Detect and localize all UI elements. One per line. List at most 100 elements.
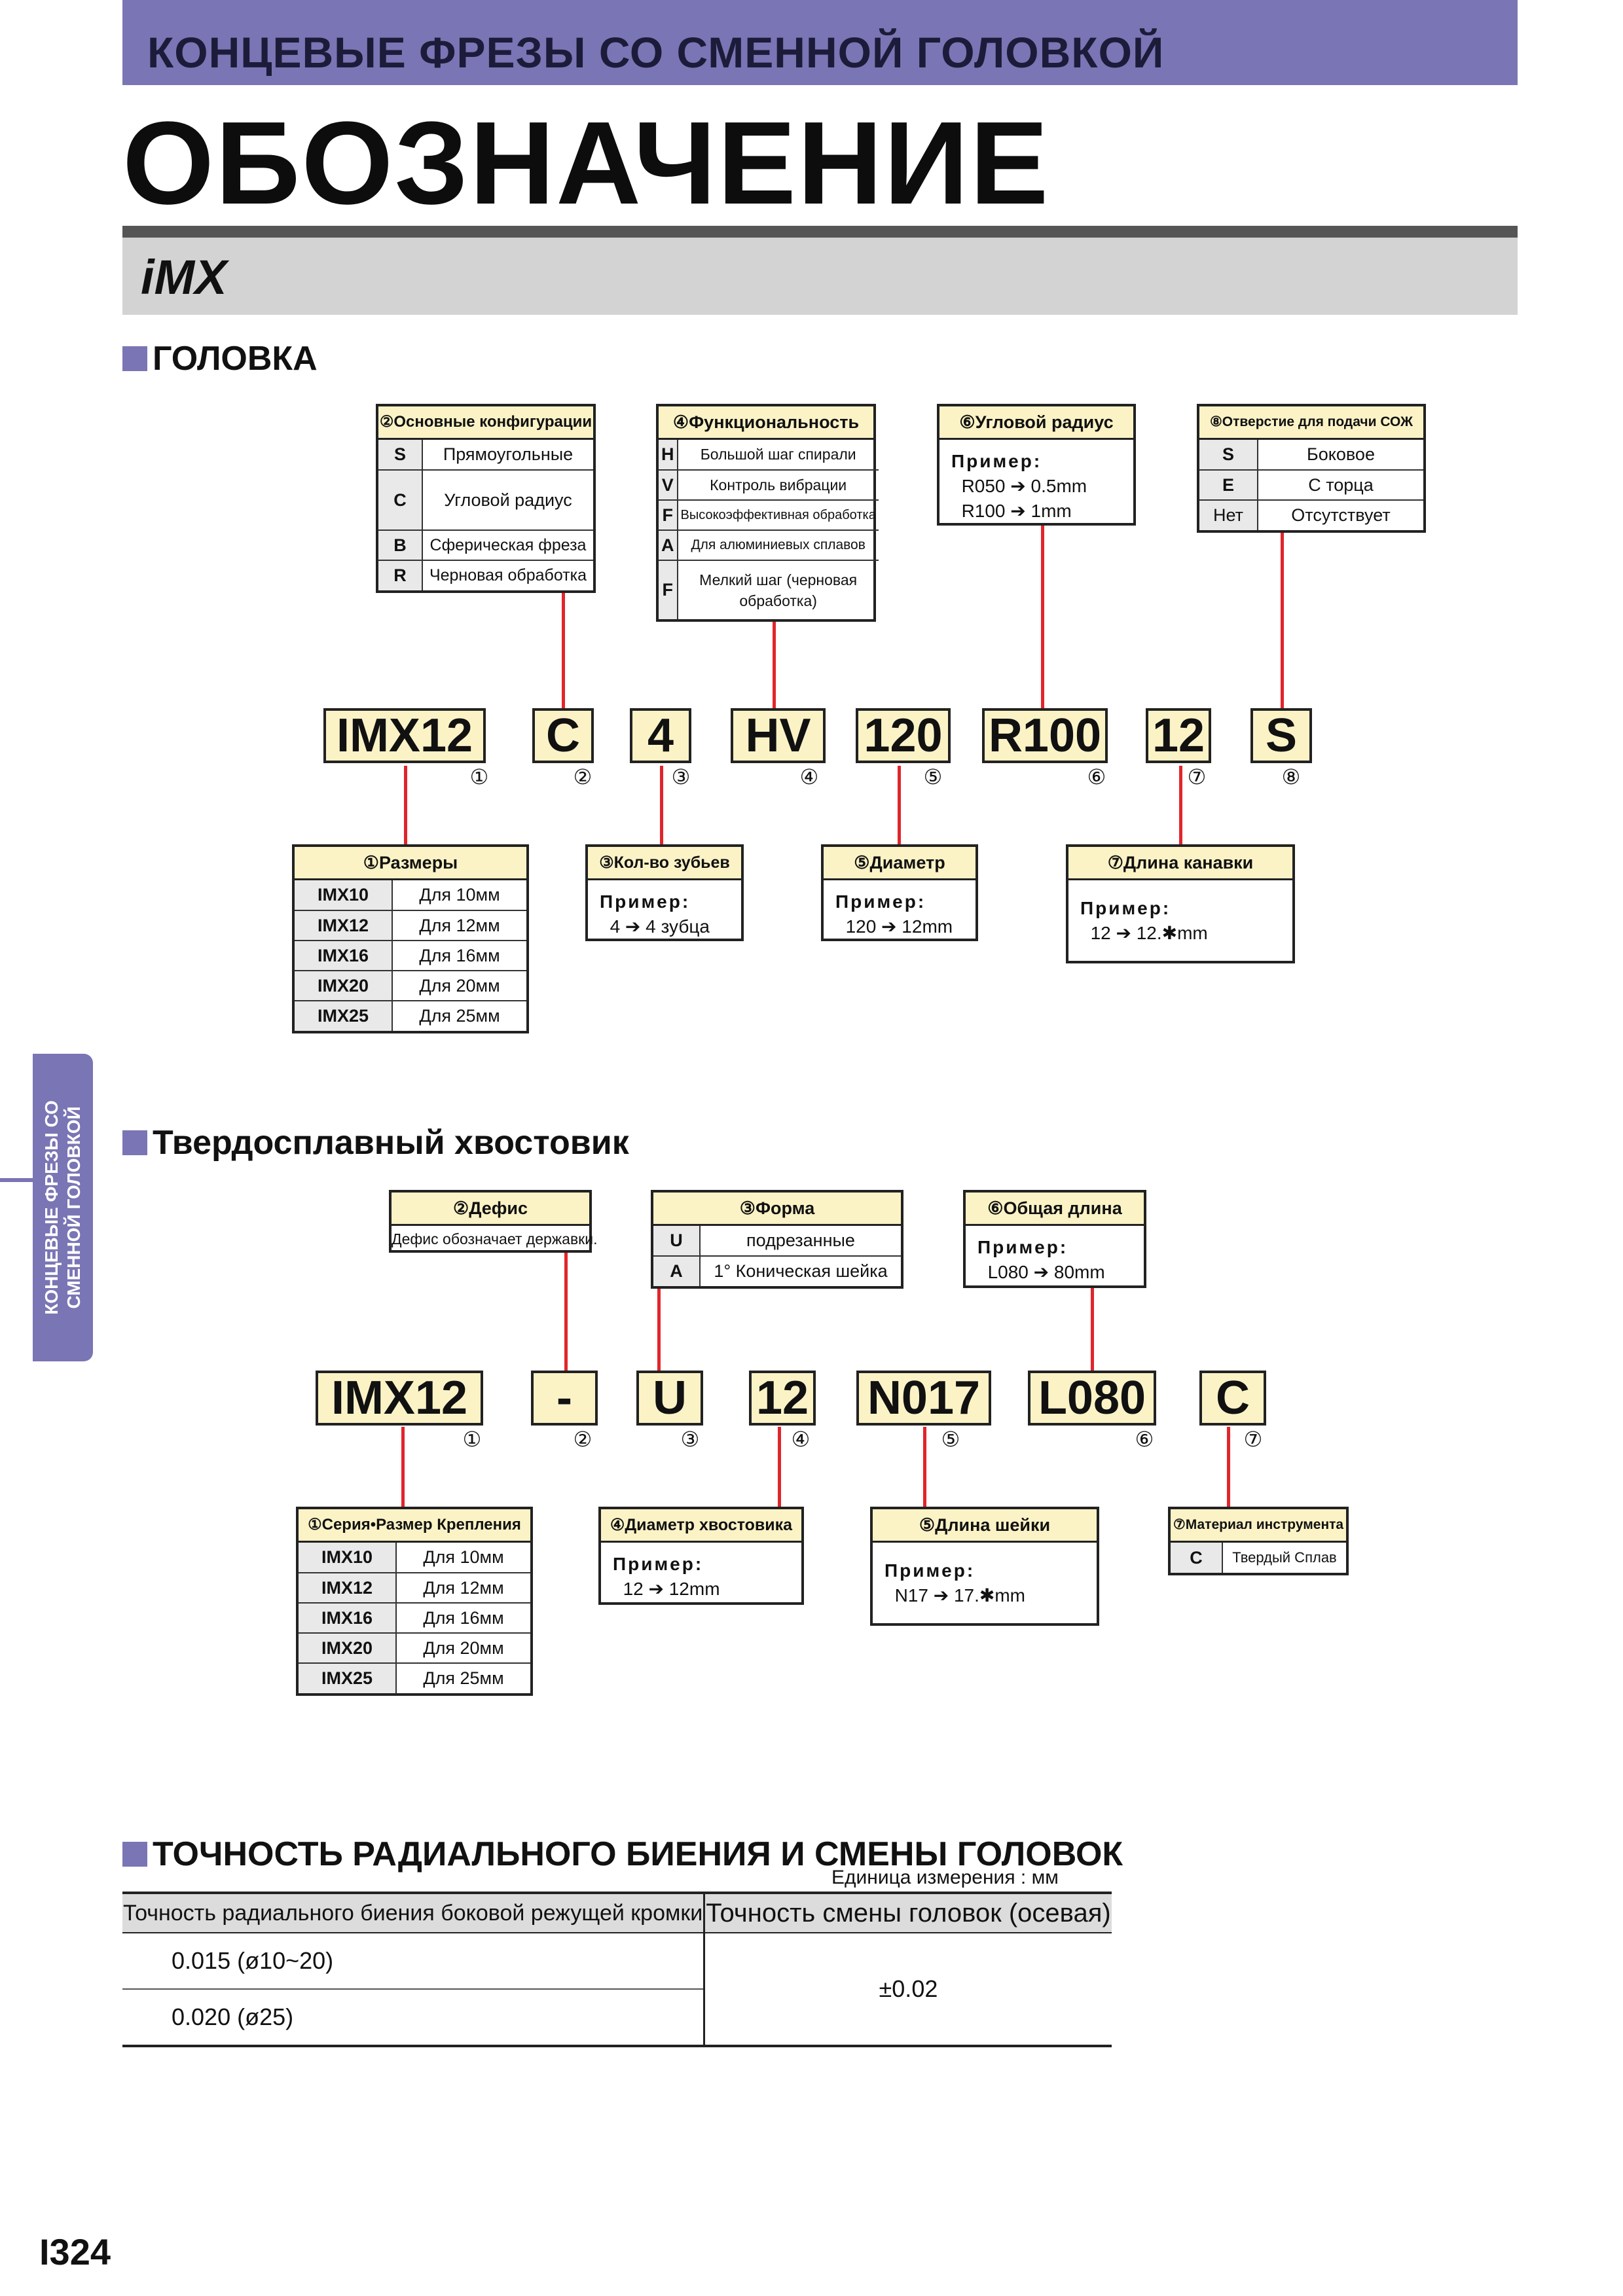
position-number: ③ — [671, 765, 691, 789]
code-chip: C — [532, 708, 594, 763]
size-value: Для 16мм — [396, 1602, 530, 1633]
code-chip: 12 — [749, 1371, 816, 1426]
code-chip: - — [531, 1371, 598, 1426]
function-key: H — [659, 440, 678, 470]
config-value: Прямоугольные — [443, 444, 574, 464]
position-number: ② — [573, 765, 593, 789]
example-line: 12 ➔ 12.✱mm — [1090, 923, 1208, 943]
sizes-title: ①Размеры — [295, 847, 526, 880]
connector-line — [657, 1288, 661, 1371]
size-value: Для 20мм — [392, 970, 526, 1001]
teeth-title: ③Кол-во зубьев — [588, 847, 741, 880]
total-length-title: ⑥Общая длина — [966, 1193, 1144, 1226]
connector-line — [1227, 1427, 1230, 1507]
table-cell: 0.020 (ø25) — [122, 1989, 706, 2047]
side-tab-line — [0, 1178, 33, 1182]
connector-line — [923, 1427, 926, 1507]
example-line: 12 ➔ 12mm — [623, 1579, 720, 1599]
code-chip: C — [1199, 1371, 1266, 1426]
connector-line — [1281, 530, 1284, 708]
config-key: R — [378, 560, 423, 590]
function-title: ④Функциональность — [659, 406, 873, 440]
config-key: B — [378, 529, 423, 560]
position-number: ⑤ — [941, 1427, 960, 1451]
position-number: ④ — [799, 765, 819, 789]
section-marker — [122, 1130, 147, 1155]
position-number: ⑥ — [1135, 1427, 1154, 1451]
neck-length-box: ⑤Длина шейки Пример: N17 ➔ 17.✱mm — [870, 1507, 1099, 1626]
function-box: ④Функциональность H Большой шаг спирали V… — [656, 404, 879, 622]
size-key: IMX16 — [299, 1602, 397, 1633]
size-key: IMX16 — [295, 940, 393, 971]
size-key: IMX10 — [299, 1543, 397, 1573]
series-name: iMX — [141, 250, 227, 304]
hyphen-title: ②Дефис — [392, 1193, 589, 1226]
code-chip: HV — [731, 708, 826, 763]
shape-key: A — [653, 1255, 701, 1286]
coolant-value: С торца — [1258, 469, 1423, 500]
connector-line — [404, 766, 407, 844]
function-key: F — [659, 499, 678, 530]
divider — [122, 226, 1518, 238]
table-cell: ±0.02 — [704, 1933, 1112, 2047]
size-value: Для 10мм — [423, 1547, 504, 1567]
code-chip: U — [636, 1371, 703, 1426]
position-number: ④ — [791, 1427, 811, 1451]
size-value: Для 25мм — [392, 1000, 526, 1031]
size-key: IMX10 — [295, 880, 393, 910]
code-chip: IMX12 — [323, 708, 486, 763]
code-chip: R100 — [982, 708, 1108, 763]
function-value: Большой шаг спирали — [700, 446, 856, 463]
function-key: V — [659, 469, 678, 500]
size-value: Для 20мм — [396, 1632, 530, 1663]
diameter-box: ⑤Диаметр Пример: 120 ➔ 12mm — [821, 844, 978, 941]
example-label: Пример: — [835, 891, 926, 912]
flute-length-title: ⑦Длина канавки — [1068, 847, 1292, 880]
section-shank-label: Твердосплавный хвостовик — [153, 1124, 629, 1162]
material-key: C — [1171, 1543, 1223, 1573]
hyphen-text: Дефис обозначает державки. — [392, 1230, 598, 1247]
material-box: ⑦Материал инструмента C Твердый Сплав — [1168, 1507, 1349, 1575]
example-line: L080 ➔ 80mm — [987, 1262, 1105, 1282]
config-value: Черновая обработка — [422, 560, 593, 590]
code-chip: 4 — [630, 708, 691, 763]
coolant-key: E — [1199, 469, 1258, 500]
corner-radius-title: ⑥Угловой радиус — [939, 406, 1133, 440]
function-value: Для алюминиевых сплавов — [677, 529, 879, 560]
code-chip: S — [1250, 708, 1312, 763]
config-key: S — [378, 440, 423, 470]
material-value: Твердый Сплав — [1232, 1549, 1337, 1566]
example-line: N17 ➔ 17.✱mm — [894, 1585, 1025, 1605]
example-line: 120 ➔ 12mm — [845, 916, 953, 937]
shank-diameter-title: ④Диаметр хвостовика — [601, 1509, 801, 1543]
connector-line — [1041, 524, 1044, 708]
size-key: IMX12 — [299, 1572, 397, 1603]
material-title: ⑦Материал инструмента — [1171, 1509, 1346, 1543]
diameter-title: ⑤Диаметр — [824, 847, 976, 880]
section-shank-title: Твердосплавный хвостовик — [122, 1123, 629, 1162]
section-head-title: ГОЛОВКА — [122, 339, 318, 378]
example-label: Пример: — [951, 451, 1042, 471]
connector-line — [773, 622, 776, 708]
code-chip: N017 — [856, 1371, 991, 1426]
connector-line — [778, 1427, 781, 1507]
example-label: Пример: — [613, 1554, 704, 1574]
position-number: ⑥ — [1087, 765, 1106, 789]
coolant-key: S — [1199, 440, 1258, 470]
position-number: ⑦ — [1187, 765, 1207, 789]
page-title: ОБОЗНАЧЕНИЕ — [122, 98, 1050, 229]
example-line: R100 ➔ 1mm — [961, 501, 1072, 521]
position-number: ③ — [680, 1427, 700, 1451]
example-line: 4 ➔ 4 зубца — [610, 916, 710, 937]
connector-line — [1091, 1286, 1094, 1371]
section-accuracy-label: ТОЧНОСТЬ РАДИАЛЬНОГО БИЕНИЯ И СМЕНЫ ГОЛО… — [153, 1835, 1123, 1873]
size-value: Для 16мм — [392, 940, 526, 971]
example-label: Пример: — [600, 891, 691, 912]
position-number: ⑧ — [1281, 765, 1301, 789]
size-value: Для 10мм — [419, 885, 500, 905]
position-number: ⑤ — [923, 765, 943, 789]
